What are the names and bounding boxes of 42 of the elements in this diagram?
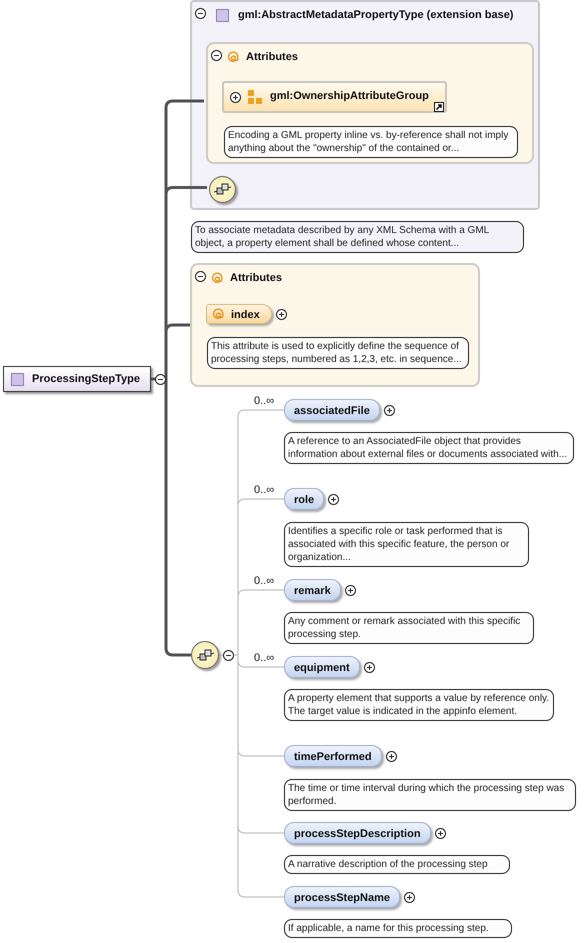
- complex-type-box: [3, 366, 151, 392]
- panel-title: gml:AbstractMetadataPropertyType (extension base): [238, 8, 514, 22]
- element-name: role: [294, 493, 314, 507]
- description-callout: A narrative description of the processing step: [284, 855, 510, 874]
- element-box: [284, 579, 341, 601]
- cardinality-label: 0..∞: [254, 484, 274, 496]
- element-box: [284, 488, 324, 510]
- sequence-compositor: [209, 176, 236, 203]
- description-callout: A reference to an AssociatedFile object that provides information about external files or documents associated with...: [284, 432, 574, 464]
- element-box: [284, 656, 360, 678]
- panel-title: Attributes: [230, 271, 282, 285]
- cardinality-label: 0..∞: [254, 395, 274, 407]
- attribute-name: index: [231, 308, 260, 322]
- description-callout: A property element that supports a value by reference only. The target value is indicated in the appinfo element.: [284, 689, 554, 721]
- element-name: associatedFile: [294, 404, 370, 418]
- extension-base-panel: [190, 0, 540, 210]
- description-callout: If applicable, a name for this processing step.: [284, 919, 512, 938]
- element-box: [284, 745, 382, 767]
- description-callout: Identifies a specific role or task performed that is associated with this specific feature, the person or organization...: [284, 522, 529, 567]
- attributes-panel: [206, 42, 534, 164]
- sequence-compositor: [191, 641, 219, 669]
- element-box: [284, 399, 380, 421]
- element-name: processStepDescription: [294, 827, 421, 841]
- attributes-panel: [190, 263, 480, 387]
- element-box: [284, 886, 400, 908]
- attribute-group-name: gml:OwnershipAttributeGroup: [270, 89, 429, 103]
- attribute-box: [206, 304, 272, 324]
- cardinality-label: 0..∞: [254, 575, 274, 587]
- element-box: [284, 822, 431, 844]
- description-callout: To associate metadata described by any XML Schema with a GML object, a property element shall be defined whose content...: [191, 221, 524, 253]
- description-callout: Encoding a GML property inline vs. by-reference shall not imply anything about the "ownership" of the contained or...: [224, 126, 518, 158]
- type-name: ProcessingStepType: [32, 372, 140, 386]
- attribute-group-box: [222, 81, 447, 113]
- description-callout: The time or time interval during which the processing step was performed.: [284, 779, 576, 811]
- cardinality-label: 0..∞: [254, 652, 274, 664]
- element-name: timePerformed: [294, 750, 372, 764]
- element-name: equipment: [294, 661, 350, 675]
- panel-title: Attributes: [246, 50, 298, 64]
- description-callout: Any comment or remark associated with this specific processing step.: [284, 612, 534, 644]
- element-name: remark: [294, 584, 331, 598]
- description-callout: This attribute is used to explicitly define the sequence of processing steps, numbered as 1,2,3, etc. in sequence...: [207, 337, 469, 369]
- element-name: processStepName: [294, 891, 390, 905]
